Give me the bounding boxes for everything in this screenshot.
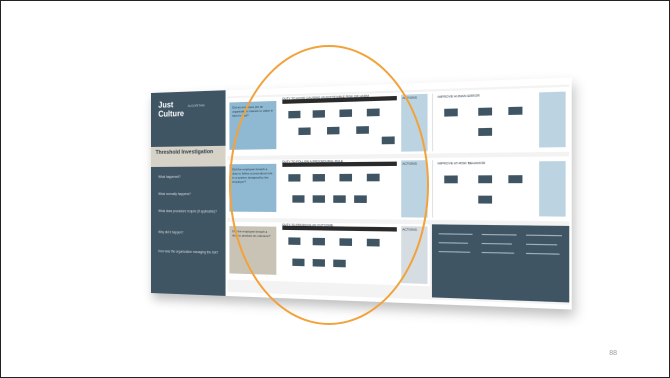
threshold-title: Threshold Investigation (151, 145, 226, 167)
bottom-right-panel (431, 224, 570, 303)
question-4: Why did it happen? (158, 230, 184, 235)
page-number: 88 (609, 350, 617, 357)
brand-line-2: Culture (158, 108, 185, 119)
highlight-circle (229, 45, 429, 325)
question-2: What normally happens? (158, 192, 191, 197)
brand-logo: Just Culture (158, 100, 184, 119)
right-header: IMPROVE HUMAN ERROR (437, 93, 480, 100)
right-header: IMPROVE AT-RISK BEHAVIOR (437, 160, 486, 166)
right-panel: IMPROVE HUMAN ERROR (431, 89, 569, 152)
right-panel: IMPROVE AT-RISK BEHAVIOR (431, 158, 569, 219)
question-1: What happened? (158, 174, 181, 179)
question-3: What does procedure require (if applicab… (158, 209, 217, 214)
poster-sidebar: Just Culture ALGORITHM Threshold Investi… (151, 90, 226, 296)
brand-subtitle: ALGORITHM (187, 103, 205, 108)
question-5: How was the organization managing the ri… (158, 249, 219, 255)
